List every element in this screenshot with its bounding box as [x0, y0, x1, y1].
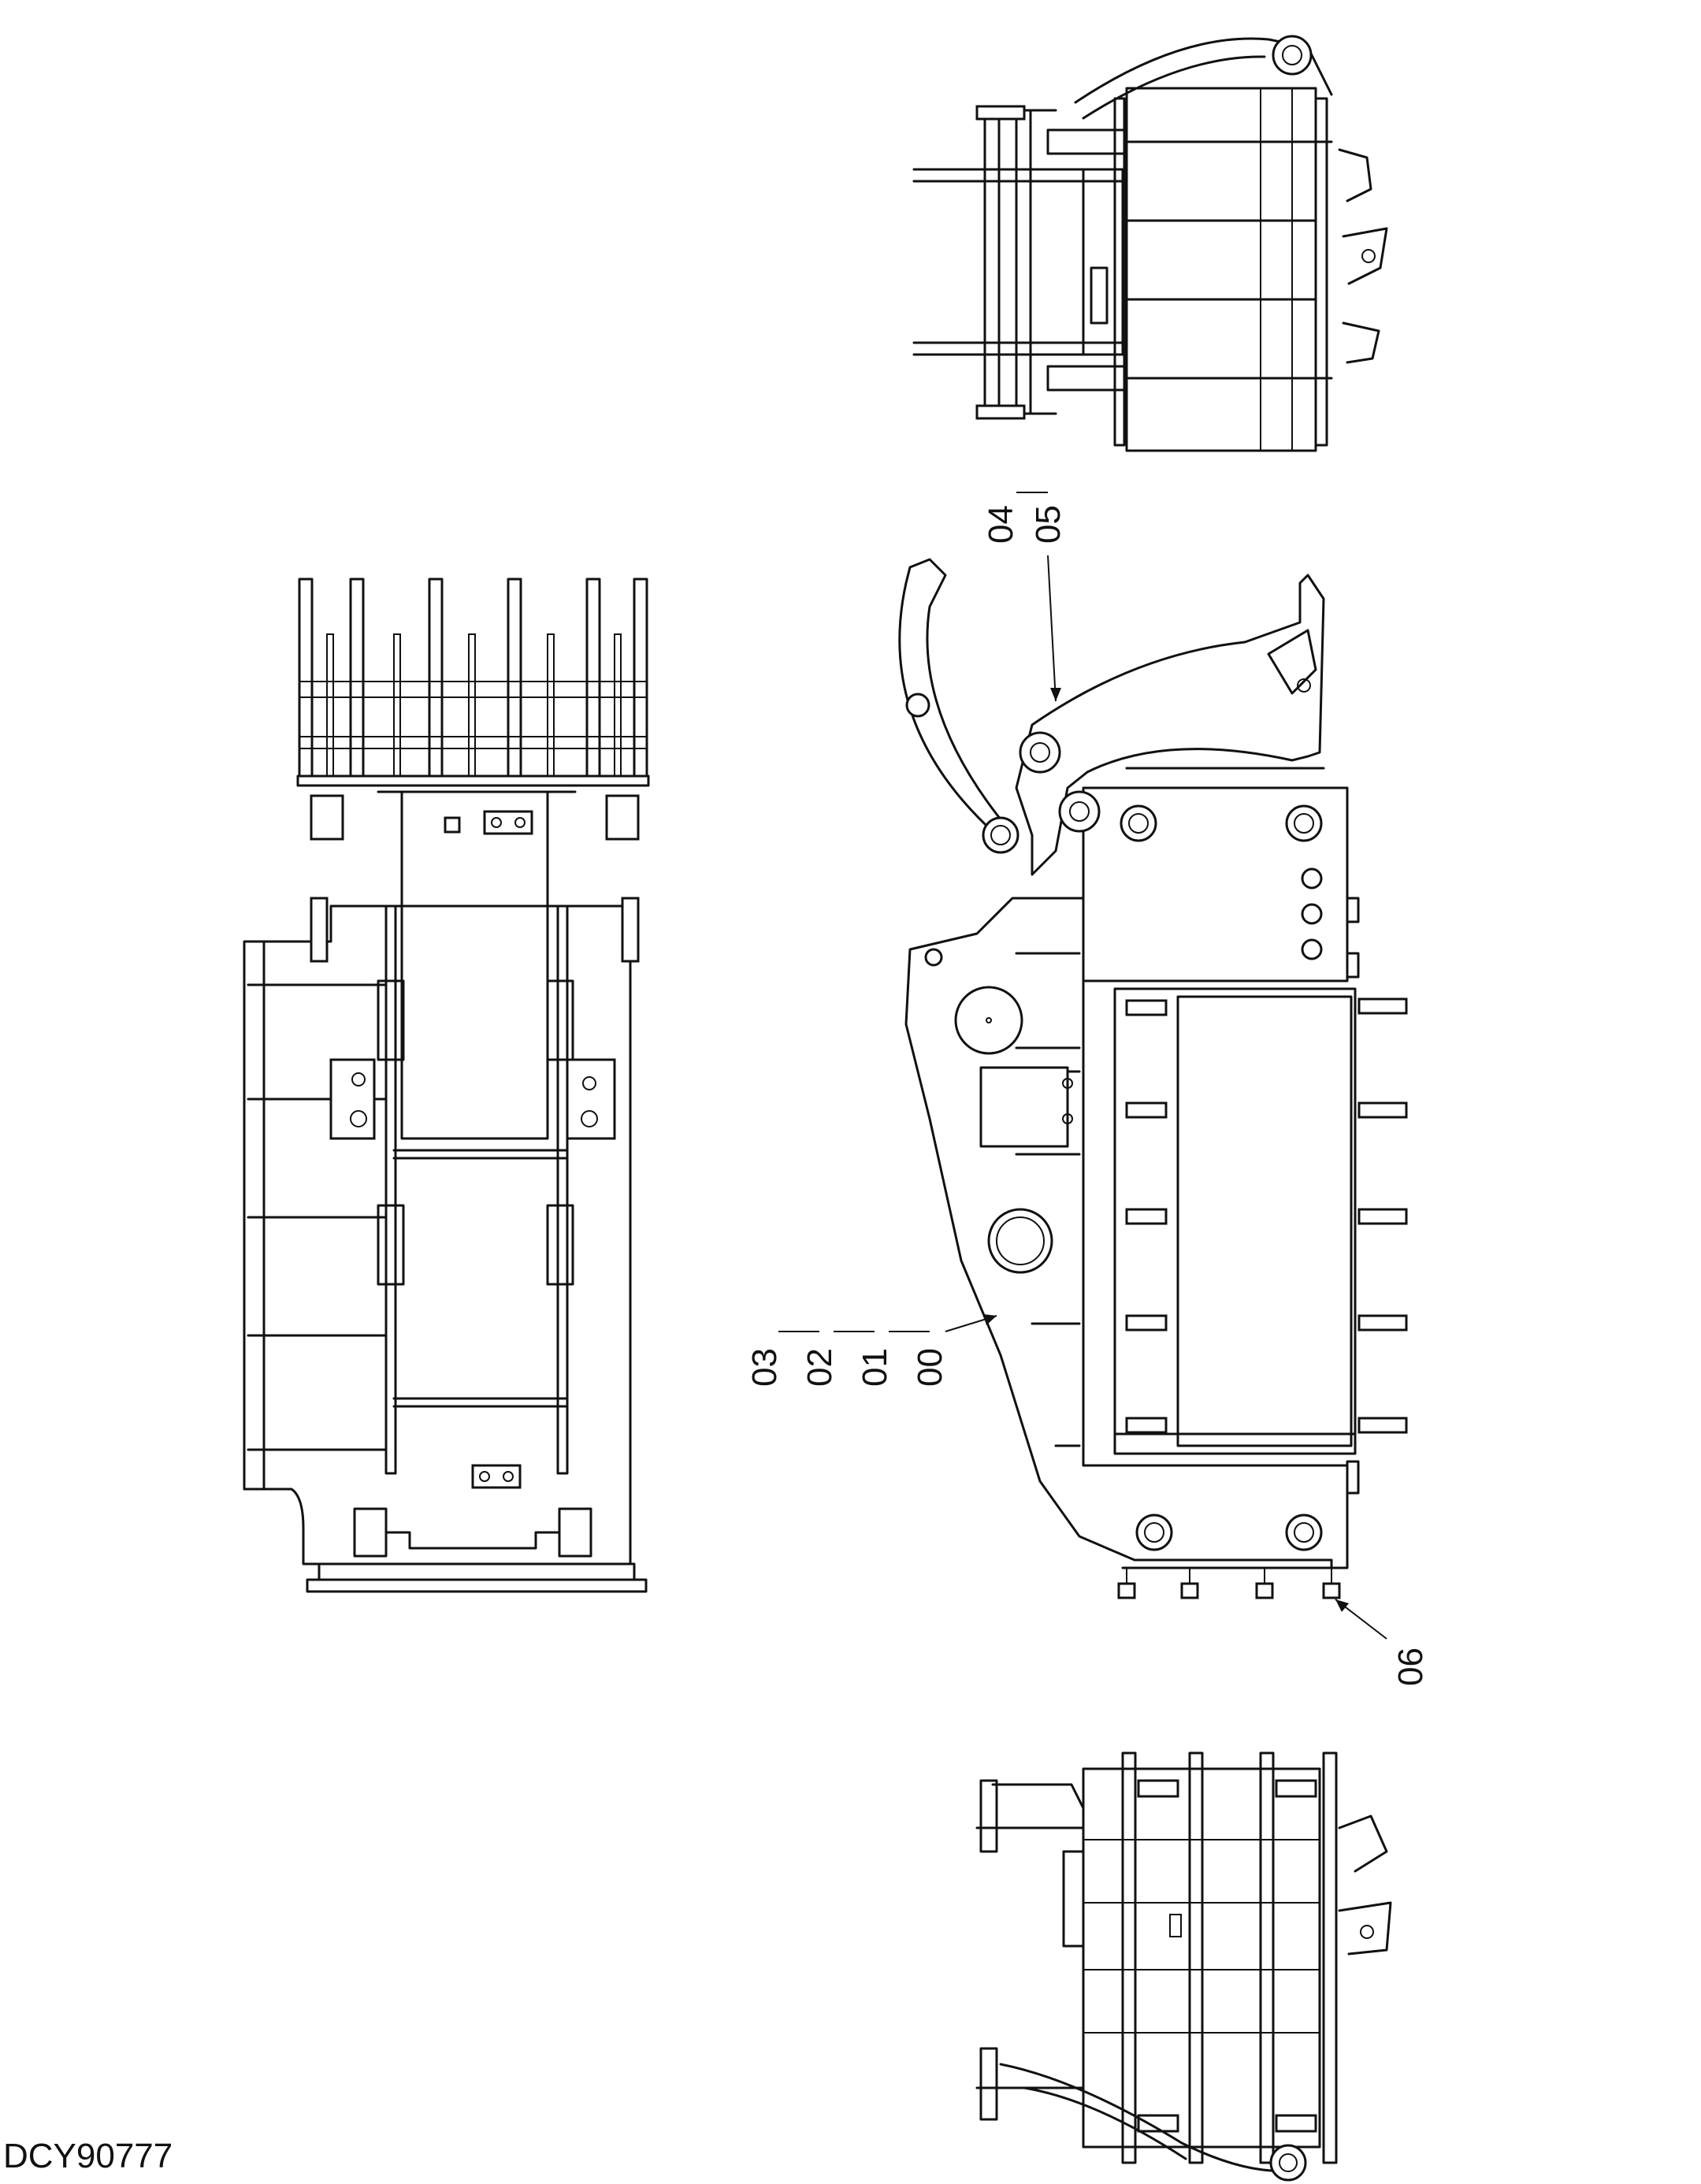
callout-lower: 06	[1335, 1599, 1430, 1686]
callout-upper-group: 04 05	[982, 492, 1068, 702]
callout-00: 00	[911, 1348, 949, 1387]
top-view	[912, 35, 1388, 452]
callout-04: 04	[982, 505, 1020, 544]
callout-05: 05	[1029, 505, 1068, 544]
leader-line-05	[1047, 555, 1057, 702]
tines	[296, 578, 650, 787]
drawing-code: DCY90777	[3, 2137, 173, 2175]
callout-02: 02	[800, 1348, 839, 1387]
callout-01: 01	[856, 1348, 894, 1387]
bottom-view	[975, 1751, 1392, 2182]
callout-06: 06	[1391, 1647, 1430, 1686]
callout-03: 03	[745, 1348, 784, 1387]
plan-view	[243, 578, 650, 1593]
callout-main-group: 03 02 01 00	[745, 1314, 997, 1387]
side-view	[898, 558, 1408, 1599]
